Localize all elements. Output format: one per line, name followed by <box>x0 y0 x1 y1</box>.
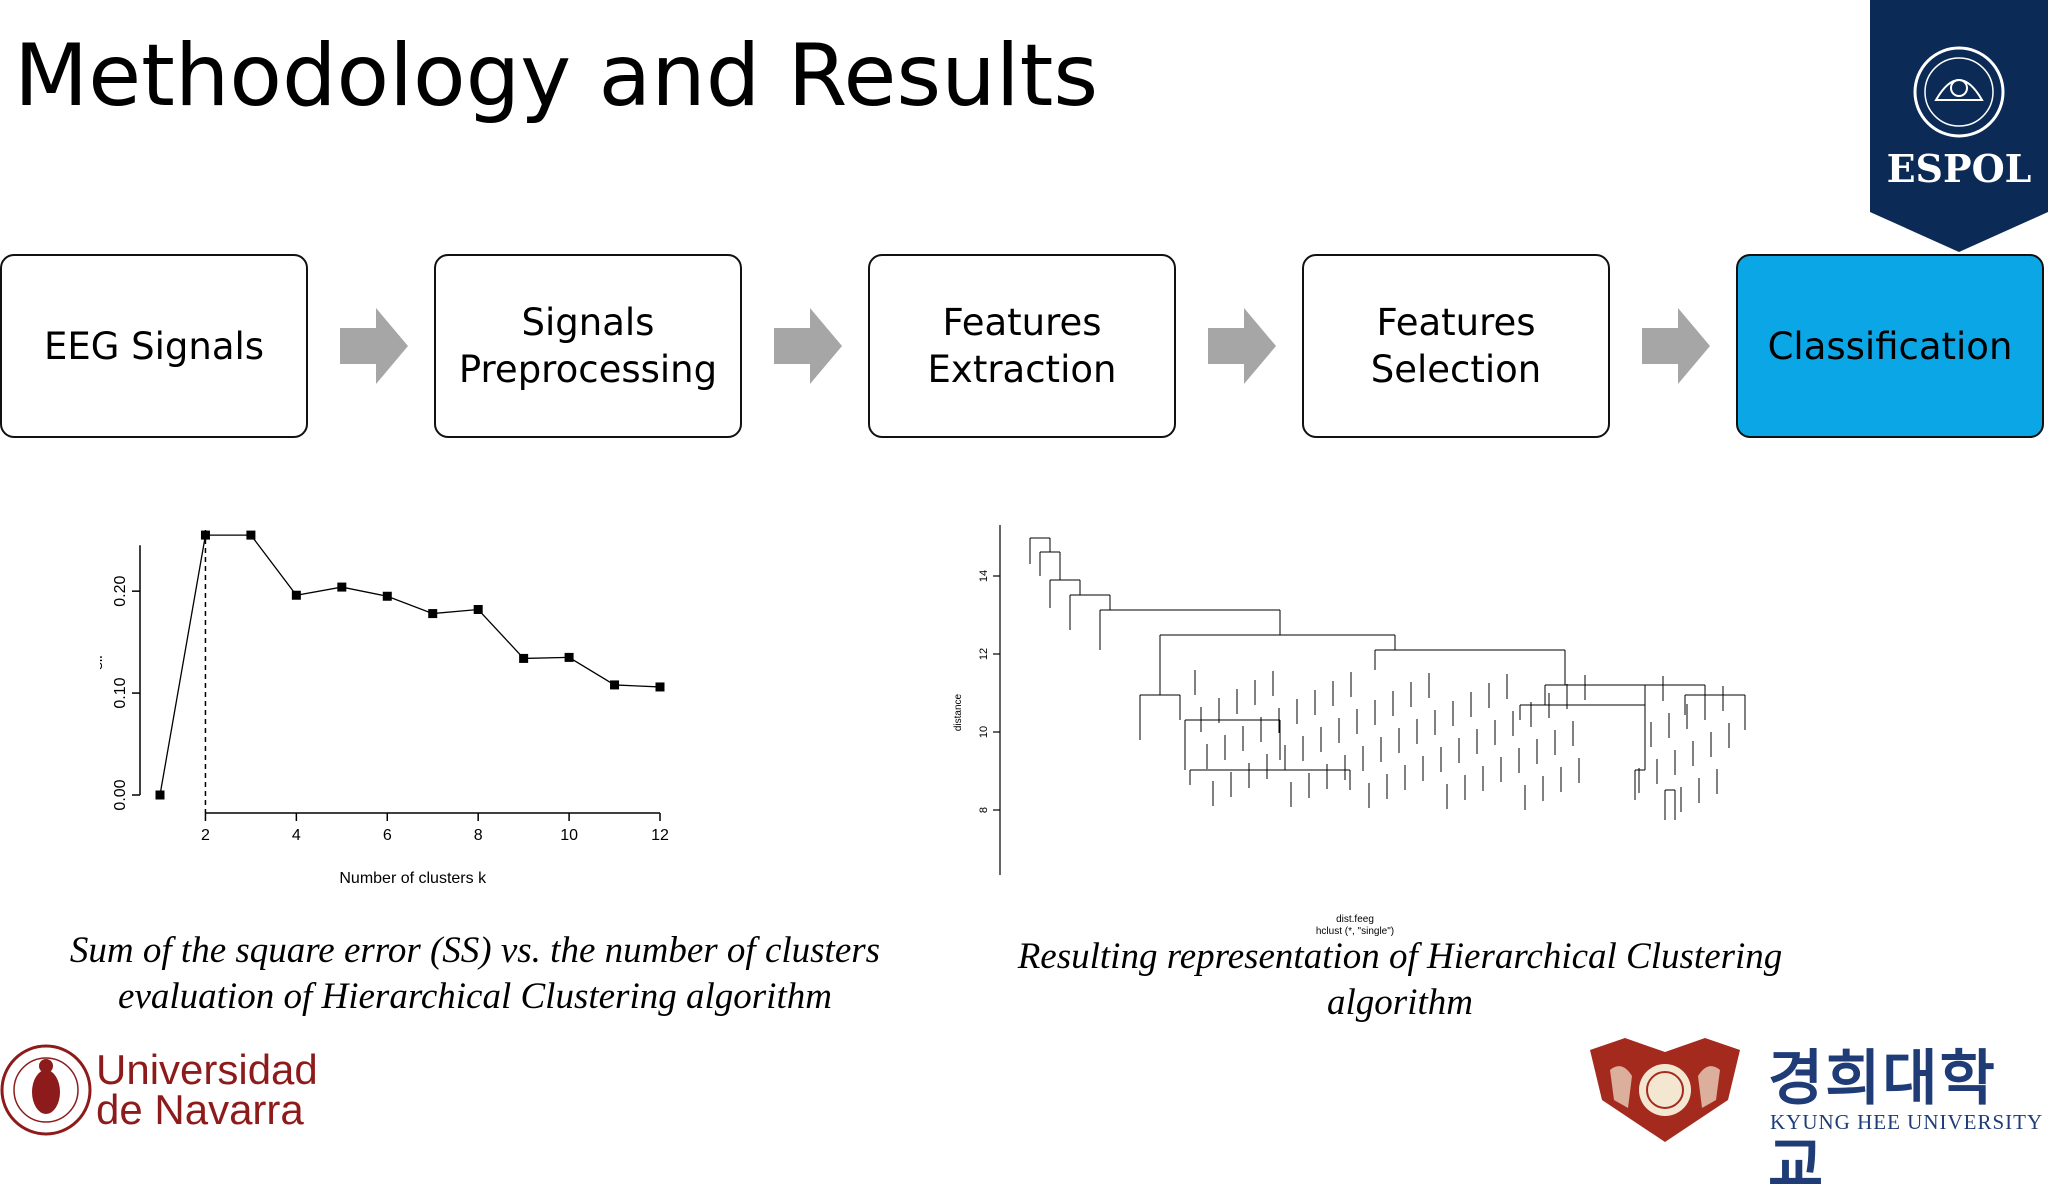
y-tick-label: 8 <box>978 807 990 813</box>
x-tick-label: 10 <box>560 827 578 844</box>
dendrogram-sublabel: dist.feeg <box>1336 914 1374 925</box>
x-tick-label: 12 <box>651 827 669 844</box>
espol-label: ESPOL <box>1886 146 2032 191</box>
y-tick-label: 10 <box>978 726 990 738</box>
step-label: Features Selection <box>1370 301 1542 391</box>
y-tick-label: 12 <box>978 648 990 660</box>
step-eeg-signals: EEG Signals <box>0 254 308 438</box>
right-arrow-icon <box>1208 308 1276 384</box>
kyunghee-emblem-icon <box>1590 1038 1740 1142</box>
data-point <box>610 680 620 690</box>
dendrogram-sublabel: hclust (*, "single") <box>1316 926 1394 937</box>
data-point <box>564 652 574 662</box>
right-arrow-icon <box>340 308 408 384</box>
y-tick-label: 0.00 <box>112 779 129 810</box>
step-label: Features Extraction <box>927 301 1117 391</box>
data-point <box>246 530 256 540</box>
data-point <box>473 605 483 614</box>
data-point <box>519 653 529 663</box>
step-label: Classification <box>1767 324 2013 368</box>
navarra-seal-icon <box>0 1044 92 1136</box>
y-axis-label: distance <box>953 693 964 731</box>
data-point <box>337 582 347 592</box>
step-features-extraction: Features Extraction <box>868 254 1176 438</box>
caption-right: Resulting representation of Hierarchical… <box>1017 936 1783 1023</box>
right-arrow-icon <box>1642 308 1710 384</box>
navarra-name: Universidad de Navarra <box>96 1046 318 1133</box>
data-point <box>291 590 301 600</box>
step-features-selection: Features Selection <box>1302 254 1610 438</box>
kyunghee-english: KYUNG HEE UNIVERSITY <box>1770 1110 2044 1134</box>
x-tick-label: 6 <box>383 827 392 844</box>
series-line <box>159 534 661 796</box>
slide-title: Methodology and Results <box>14 26 1099 126</box>
data-point <box>655 682 665 692</box>
data-point <box>200 530 210 540</box>
data-point <box>382 591 392 601</box>
step-label: EEG Signals <box>43 324 265 368</box>
y-tick-label: 0.20 <box>112 575 129 606</box>
x-axis-label: Number of clusters k <box>339 870 487 887</box>
espol-logo: ESPOL <box>1870 0 2048 252</box>
y-tick-label: 0.10 <box>112 677 129 708</box>
step-classification: Classification <box>1736 254 2044 438</box>
caption-left: Sum of the square error (SS) vs. the num… <box>69 930 881 1017</box>
x-tick-label: 4 <box>292 827 301 844</box>
x-tick-label: 2 <box>201 827 210 844</box>
kyunghee-logo: 경희대학교 KYUNG HEE UNIVERSITY <box>1580 1030 2048 1201</box>
y-tick-label: 14 <box>978 570 990 582</box>
step-signals-preprocessing: Signals Preprocessing <box>434 254 742 438</box>
data-point <box>428 609 438 619</box>
y-axis-label: sil <box>100 655 106 669</box>
data-point <box>155 790 165 800</box>
navarra-logo: Universidad de Navarra <box>0 1030 318 1150</box>
step-label: Signals Preprocessing <box>458 301 718 391</box>
right-arrow-icon <box>774 308 842 384</box>
x-tick-label: 8 <box>474 827 483 844</box>
